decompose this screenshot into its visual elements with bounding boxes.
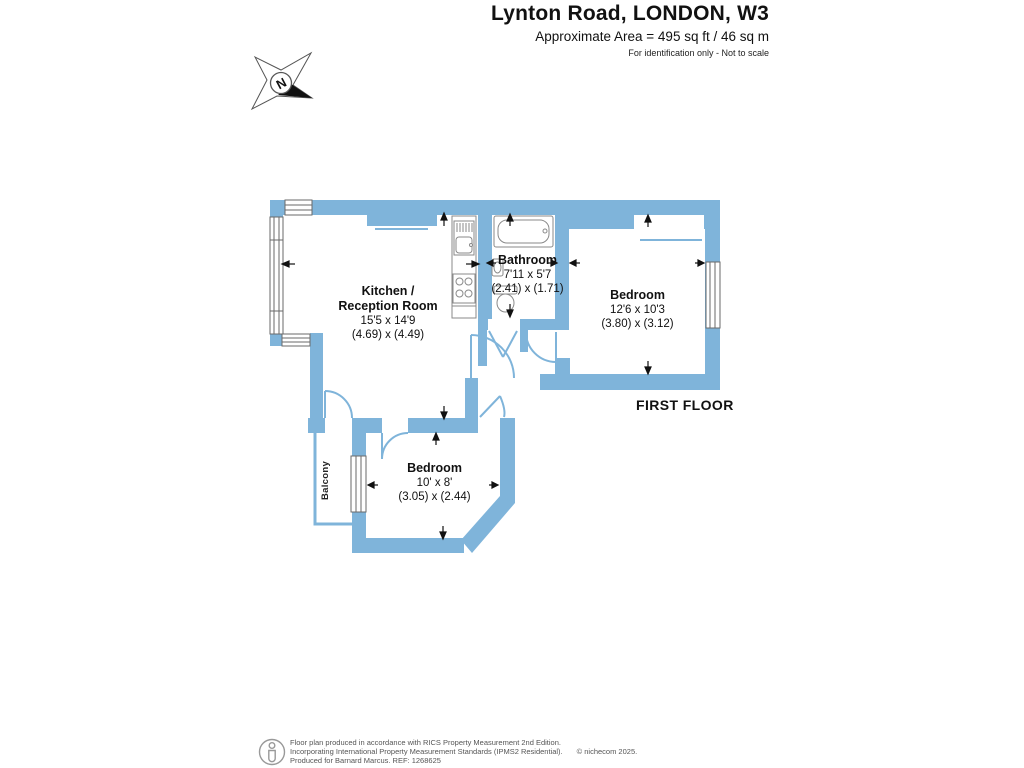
dimension-arrows: [280, 211, 706, 541]
kitchen-hall-door: [470, 334, 515, 379]
windows-layer: [269, 199, 721, 513]
bedroom2-name: Bedroom: [407, 461, 462, 475]
bedroom1-room-label: Bedroom 12'6 x 10'3 (3.80) x (3.12): [555, 288, 720, 331]
doors-layer: [324, 330, 557, 460]
toilet: [493, 285, 518, 313]
kitchen-name-line2: Reception Room: [338, 299, 438, 313]
scale-disclaimer: For identification only - Not to scale: [628, 48, 769, 58]
balcony-room-label: Balcony: [320, 460, 331, 500]
bedroom1-dimension-arrows: [568, 213, 706, 376]
bedroom2-dims-metric: (3.05) x (2.44): [398, 491, 471, 503]
kitchen-hob: [452, 273, 476, 307]
surveyor-logo-icon: [258, 738, 286, 766]
footer-line1: Floor plan produced in accordance with R…: [290, 738, 561, 747]
footer-line3: Produced for Barnard Marcus. REF: 126862…: [290, 756, 441, 765]
bathroom-double-door: [488, 330, 518, 358]
bathroom-dimension-arrows: [485, 212, 559, 319]
bedroom2-room-label: Bedroom 10' x 8' (3.05) x (2.44): [352, 461, 517, 504]
bedroom1-dims-imperial: 12'6 x 10'3: [610, 304, 665, 316]
fixtures-layer: [451, 215, 554, 319]
kitchen-dims-metric: (4.69) x (4.49): [351, 329, 425, 341]
bedroom2-dims-imperial: 10' x 8': [416, 477, 453, 489]
approximate-area: Approximate Area = 495 sq ft / 46 sq m: [535, 29, 769, 44]
entrance-door: [479, 395, 506, 418]
bathroom-name: Bathroom: [497, 253, 558, 267]
floor-level-label: FIRST FLOOR: [636, 397, 734, 413]
balcony-door: [324, 390, 353, 419]
bathroom-room-label: Bathroom 7'11 x 5'7 (2.41) x (1.71): [455, 253, 600, 296]
window-bedroom1: [705, 261, 721, 329]
footer-line2: Incorporating International Property Mea…: [290, 747, 563, 756]
bathtub: [493, 215, 554, 248]
plan-footer: Floor plan produced in accordance with R…: [290, 738, 637, 765]
bedroom2-door: [381, 432, 409, 460]
bathroom-basin: [491, 258, 504, 277]
bedroom2-dimension-arrows: [366, 431, 500, 541]
window-top-left: [284, 199, 313, 216]
kitchen-name-line1: Kitchen /: [361, 284, 415, 298]
window-kitchen-bay: [269, 216, 284, 335]
footer-line2-wrap: Incorporating International Property Mea…: [290, 747, 637, 756]
window-bedroom2: [350, 455, 367, 513]
bedroom1-dims-metric: (3.80) x (3.12): [601, 318, 674, 330]
bedroom1-door: [525, 331, 557, 363]
footer-copyright: © nichecom 2025.: [576, 747, 638, 756]
page-title: Lynton Road, LONDON, W3: [491, 2, 769, 25]
bathroom-dims-imperial: 7'11 x 5'7: [503, 269, 552, 281]
bathroom-dims-metric: (2.41) x (1.71): [491, 283, 564, 295]
kitchen-dimension-arrows: [280, 211, 481, 421]
kitchen-dims-imperial: 15'5 x 14'9: [360, 315, 416, 327]
window-kitchen-side: [281, 333, 311, 347]
thin-lines-layer: [313, 228, 702, 526]
plan-header: Lynton Road, LONDON, W3 Approximate Area…: [491, 1, 769, 59]
kitchen-room-label: Kitchen / Reception Room 15'5 x 14'9 (4.…: [288, 284, 488, 342]
compass-north-icon: N: [250, 51, 314, 111]
bedroom1-name: Bedroom: [610, 288, 665, 302]
